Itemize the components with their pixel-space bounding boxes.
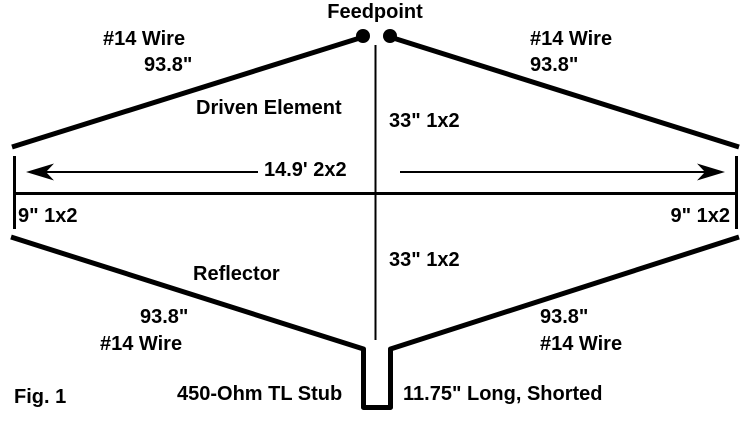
driven-left-gauge-label: #14 Wire [103,28,186,50]
dimension-arrowhead-left [26,163,54,181]
stub-name-label: 450-Ohm TL Stub [177,383,343,405]
reflector-right-length-label: 93.8" [540,306,589,328]
stub-spec-label: 11.75" Long, Shorted [403,383,603,405]
top-support-label: 33" 1x2 [389,110,460,132]
reflector-label: Reflector [193,263,280,285]
feedpoint-dot-left [356,29,370,43]
driven-left-wire [11,34,364,150]
bottom-support-label: 33" 1x2 [389,249,460,271]
driven-right-wire [389,34,740,150]
feedpoint-label: Feedpoint [327,1,423,23]
figure-caption: Fig. 1 [14,386,67,408]
reflector-left-length-label: 93.8" [140,306,189,328]
left-spreader-label: 9" 1x2 [18,205,78,227]
reflector-wires-and-stub-outline [10,234,740,410]
boom-dimension-label: 14.9' 2x2 [264,159,347,181]
driven-element-label: Driven Element [196,97,342,119]
driven-left-length-label: 93.8" [144,54,193,76]
driven-right-gauge-label: #14 Wire [530,28,613,50]
feedpoint-dot-right [383,29,397,43]
dimension-arrowhead-right [697,163,725,181]
right-spreader-label: 9" 1x2 [670,205,730,227]
reflector-right-gauge-label: #14 Wire [540,333,623,355]
reflector-left-gauge-label: #14 Wire [100,333,183,355]
driven-right-length-label: 93.8" [530,54,579,76]
